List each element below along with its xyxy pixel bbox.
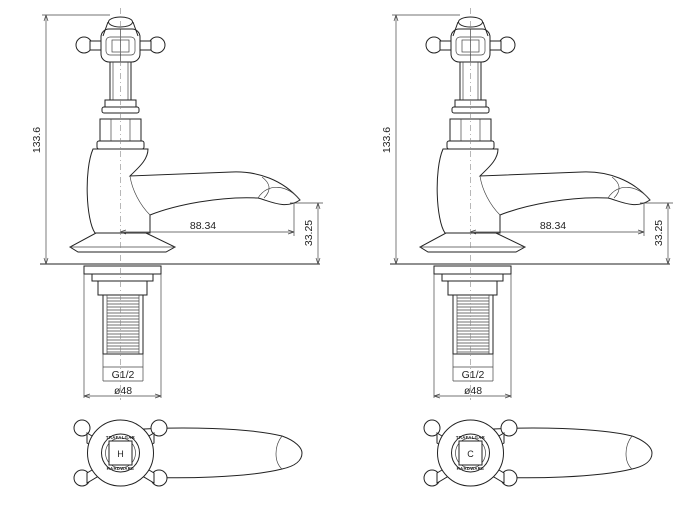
badge-bottom-text: HARDWARE <box>107 466 135 471</box>
thread-size-label: G1/2 <box>462 369 485 381</box>
spout-height-dim-label: 33.25 <box>303 220 315 246</box>
spout-reach-dim-label: 88.34 <box>540 220 566 232</box>
height-dim-label: 133.6 <box>31 127 43 153</box>
badge-bottom-text: HARDWARE <box>457 466 485 471</box>
base-diameter-label: ø48 <box>114 385 132 397</box>
spout-height-dim-label: 33.25 <box>653 220 665 246</box>
hot-tap-drawing: 133.6 88.34 33.25 G1/2 ø48 TRAFALGAR H H… <box>31 7 324 487</box>
base-diameter-label: ø48 <box>464 385 482 397</box>
indicator-letter: C <box>467 449 474 459</box>
spout-reach-dim-label: 88.34 <box>190 220 216 232</box>
indicator-letter: H <box>117 449 124 459</box>
height-dim-label: 133.6 <box>381 127 393 153</box>
badge-top-text: TRAFALGAR <box>456 435 486 440</box>
cold-tap-drawing: 133.6 88.34 33.25 G1/2 ø48 TRAFALGAR C H… <box>381 7 674 487</box>
badge-top-text: TRAFALGAR <box>106 435 136 440</box>
thread-size-label: G1/2 <box>112 369 135 381</box>
